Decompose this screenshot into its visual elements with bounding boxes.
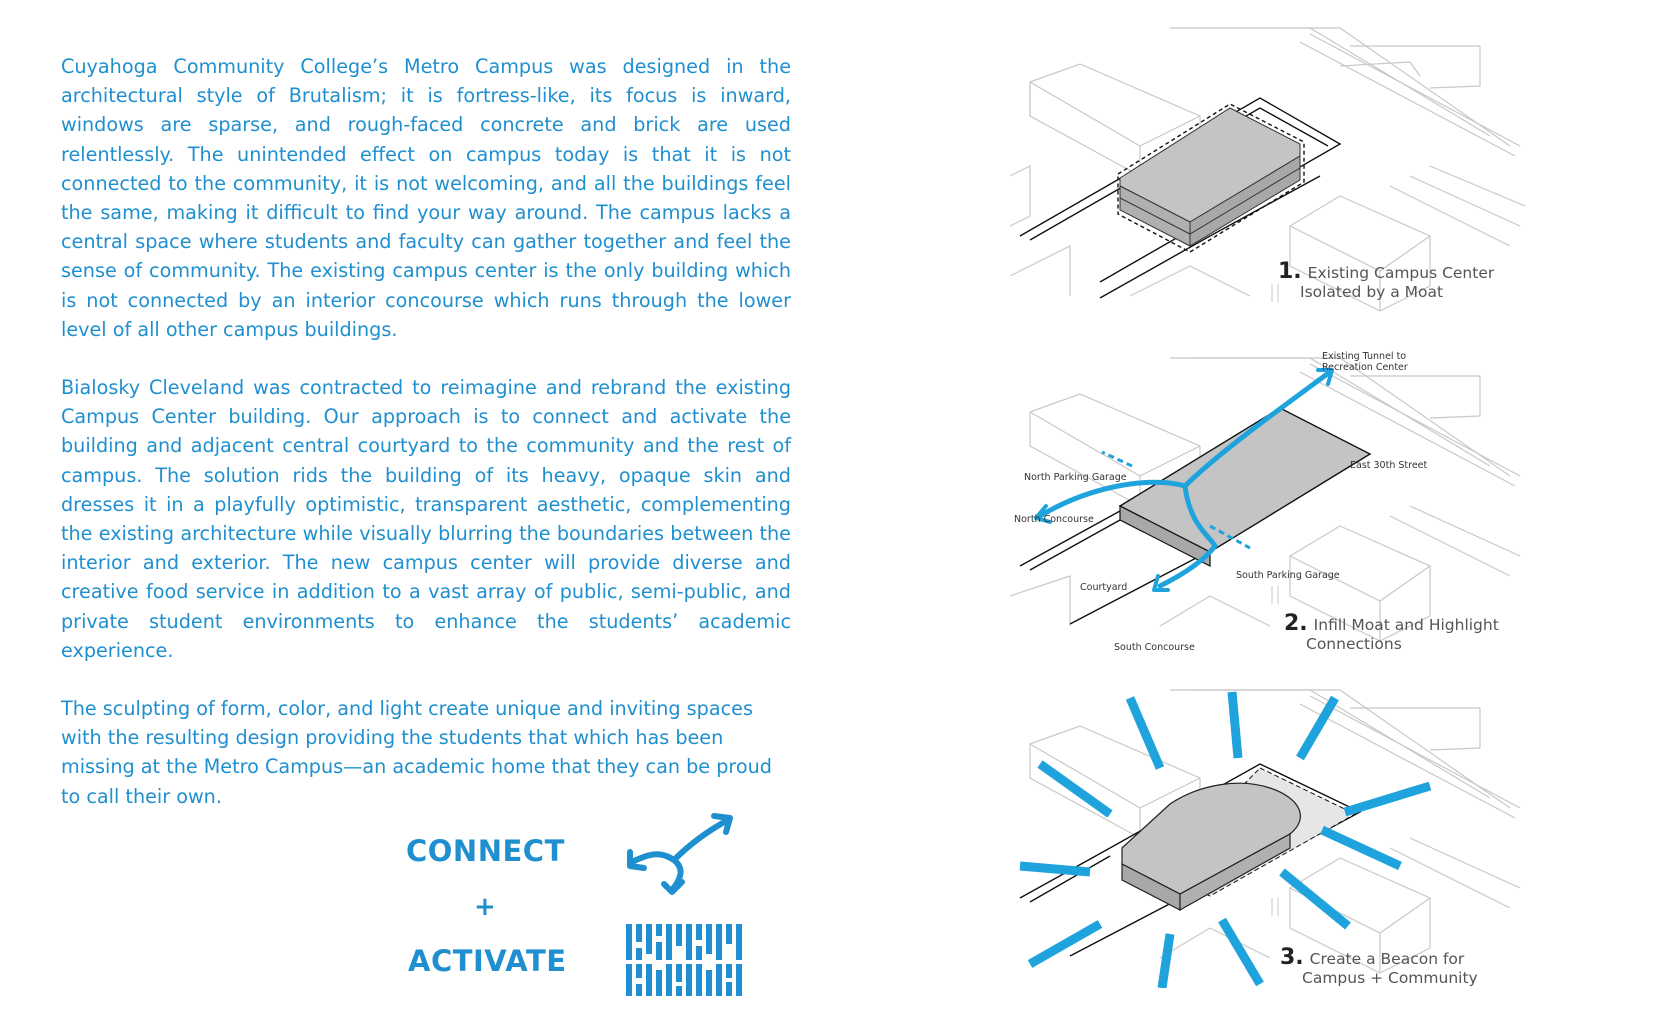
diagram-beacon: 3. Create a Beacon for Campus + Community <box>1010 688 1530 989</box>
narrative-text: Cuyahoga Community College’s Metro Campu… <box>61 52 791 840</box>
label-north-concourse: North Concourse <box>1014 514 1094 525</box>
paragraph-1: Cuyahoga Community College’s Metro Campu… <box>61 55 791 341</box>
step-2-caption: 2. Infill Moat and Highlight Connections <box>1284 611 1499 654</box>
activate-bars-icon <box>626 924 742 996</box>
step-1-line2: Isolated by a Moat <box>1300 283 1444 301</box>
activate-word: ACTIVATE <box>408 944 567 978</box>
paragraph-2: Bialosky Cleveland was contracted to rei… <box>61 376 791 662</box>
label-tunnel-line2: Recreation Center <box>1322 362 1408 373</box>
step-1-number: 1. <box>1278 259 1302 284</box>
axonometric-diagram-3 <box>1019 689 1521 989</box>
step-1-line1: Existing Campus Center <box>1307 264 1495 282</box>
step-3-caption: 3. Create a Beacon for Campus + Community <box>1280 945 1478 988</box>
axonometric-diagram-1 <box>1009 27 1526 312</box>
step-2-line2: Connections <box>1306 635 1402 653</box>
plus-sign: + <box>474 892 497 922</box>
step-3-number: 3. <box>1280 945 1304 970</box>
label-east-street: East 30th Street <box>1350 460 1428 471</box>
connect-word: CONNECT <box>406 834 565 868</box>
label-north-garage: North Parking Garage <box>1024 472 1127 483</box>
label-courtyard: Courtyard <box>1080 582 1128 593</box>
diagram-existing-campus-center: 1. Existing Campus Center Isolated by a M… <box>1009 26 1530 326</box>
step-3-line2: Campus + Community <box>1302 969 1478 987</box>
paragraph-3: The sculpting of form, color, and light … <box>61 697 772 808</box>
connect-arrows-icon <box>627 813 733 895</box>
axonometric-diagram-2 <box>1009 357 1521 642</box>
step-2-number: 2. <box>1284 611 1308 636</box>
step-3-line1: Create a Beacon for <box>1309 950 1465 968</box>
step-1-caption: 1. Existing Campus Center Isolated by a M… <box>1278 259 1495 302</box>
label-tunnel: Existing Tunnel to Recreation Center <box>1322 351 1408 373</box>
diagram-infill-moat: Existing Tunnel to Recreation Center Eas… <box>1009 351 1530 656</box>
label-tunnel-line1: Existing Tunnel to <box>1322 351 1407 362</box>
label-south-garage: South Parking Garage <box>1236 570 1340 581</box>
label-south-concourse: South Concourse <box>1114 642 1195 653</box>
step-2-line1: Infill Moat and Highlight <box>1313 616 1499 634</box>
